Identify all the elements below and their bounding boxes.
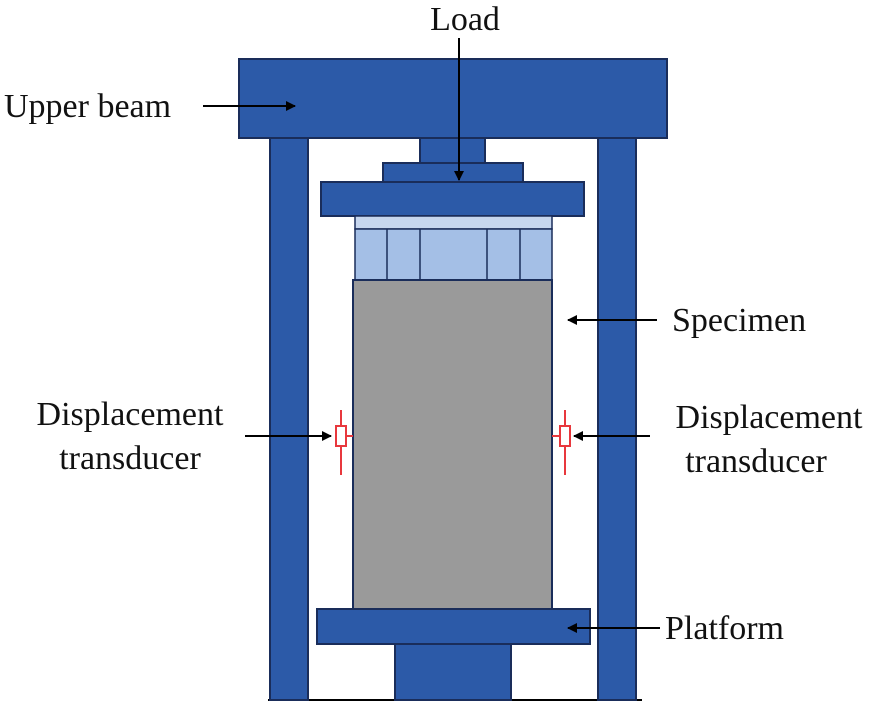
loading-piston — [419, 137, 486, 164]
load-label: Load — [430, 1, 500, 38]
loading-cap — [354, 228, 553, 281]
right-transducer-label-line1: Displacement — [676, 399, 863, 436]
upper-beam-label: Upper beam — [4, 88, 171, 125]
upper-beam — [238, 58, 668, 139]
platform-plate — [316, 608, 591, 645]
platform-label: Platform — [665, 610, 784, 647]
left-column — [269, 137, 309, 701]
left-displacement-transducer — [335, 410, 353, 475]
upper-loading-plate — [320, 181, 585, 217]
loading-head — [382, 162, 524, 183]
right-displacement-transducer — [552, 410, 571, 475]
right-column — [597, 137, 637, 701]
left-transducer-label-line1: Displacement — [37, 396, 224, 433]
platform-base — [394, 643, 512, 701]
loading-cap-rim — [354, 215, 553, 230]
right-transducer-label-line2: transducer — [685, 443, 827, 480]
specimen-label: Specimen — [672, 302, 806, 339]
specimen — [352, 279, 553, 610]
left-transducer-label-line2: transducer — [59, 440, 201, 477]
